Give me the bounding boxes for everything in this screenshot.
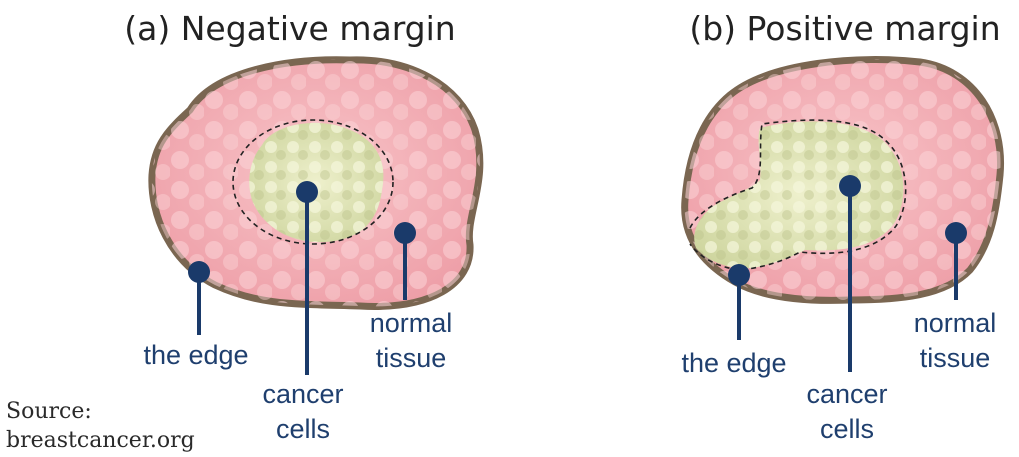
source-url: breastcancer.org bbox=[6, 428, 195, 453]
panel-a-edge-pointer bbox=[188, 261, 210, 335]
source-label: Source: bbox=[6, 399, 92, 424]
panel-b-cancer-label-line2: cells bbox=[820, 414, 874, 444]
panel-b-normal-label-line1: normal bbox=[914, 308, 997, 338]
panel-b-title: (b) Positive margin bbox=[689, 9, 1000, 48]
panel-a-edge-label: the edge bbox=[143, 340, 248, 370]
panel-a-cancer-label-line2: cells bbox=[276, 414, 330, 444]
panel-a-normal-label-line2: tissue bbox=[376, 343, 447, 373]
panel-b-cancer-label-line1: cancer bbox=[806, 379, 887, 409]
panel-a-cancer-label-line1: cancer bbox=[262, 379, 343, 409]
panel-b-edge-pointer bbox=[728, 264, 750, 340]
panel-a-normal-label-line1: normal bbox=[370, 308, 453, 338]
panel-b-normal-label-line2: tissue bbox=[920, 343, 991, 373]
panel-a-title: (a) Negative margin bbox=[124, 9, 455, 48]
panel-b-edge-label: the edge bbox=[681, 348, 786, 378]
panel-a-tumor bbox=[249, 123, 383, 242]
